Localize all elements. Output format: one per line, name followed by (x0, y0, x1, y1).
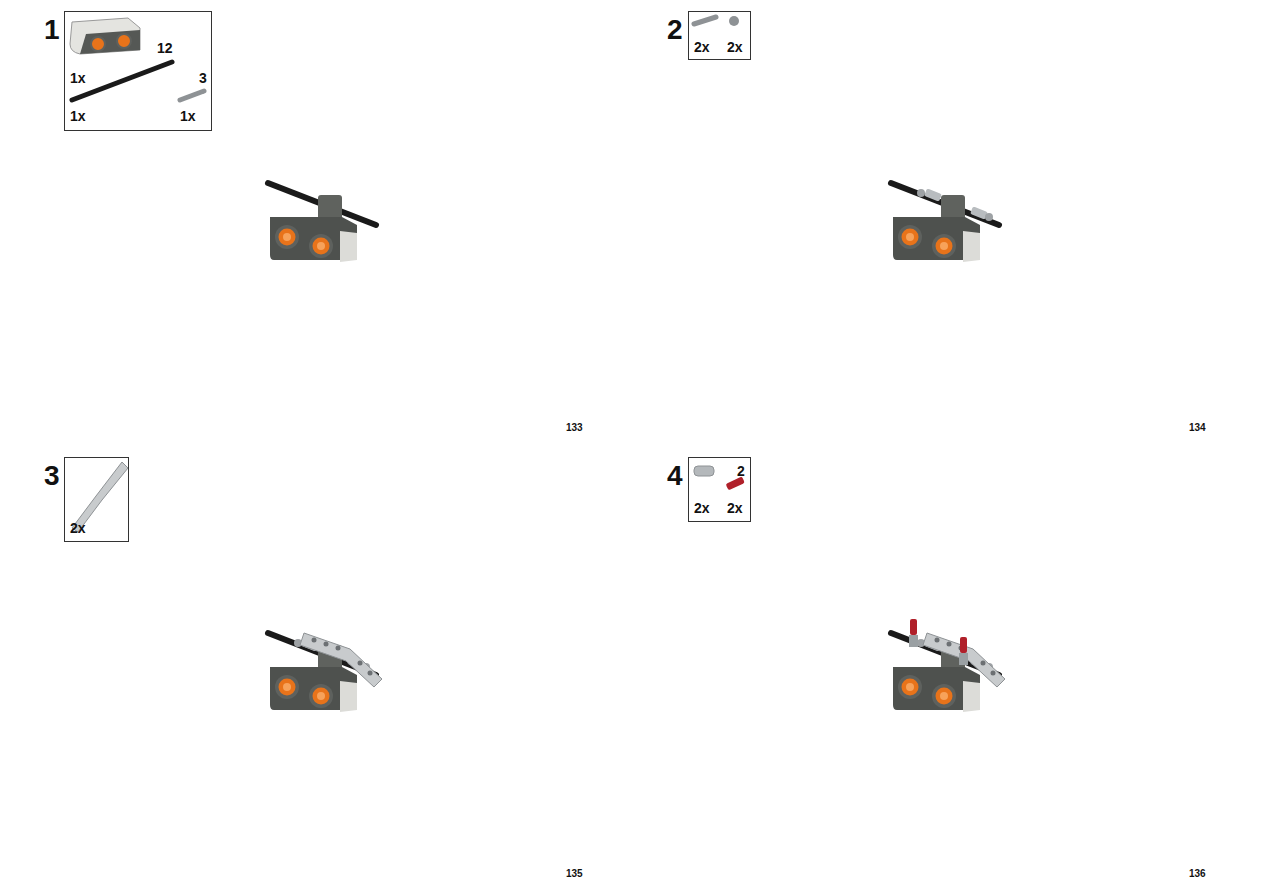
step-number: 4 (667, 460, 683, 492)
step-number: 1 (44, 14, 60, 46)
parts-box: 12 1x 3 1x 1x (64, 11, 212, 131)
part-icons (70, 16, 745, 532)
part-quantity: 1x (70, 108, 86, 124)
part-quantity: 2x (727, 39, 743, 55)
model-step-2 (891, 183, 999, 262)
parts-box: 2 2x 2x (688, 457, 751, 522)
part-quantity: 1x (70, 70, 86, 86)
part-quantity: 2x (70, 520, 86, 536)
model-step-1 (268, 183, 376, 262)
model-step-3 (268, 633, 382, 712)
page-number: 135 (566, 868, 583, 880)
part-length: 12 (157, 40, 173, 56)
part-quantity: 2x (694, 39, 710, 55)
part-quantity: 2x (727, 500, 743, 516)
parts-box: 2x (64, 457, 129, 542)
parts-box: 2x 2x (688, 11, 751, 60)
model-step-4 (891, 619, 1005, 712)
part-length: 2 (737, 463, 745, 479)
page-number: 133 (566, 422, 583, 434)
step-number: 3 (44, 460, 60, 492)
page-number: 136 (1189, 868, 1206, 880)
part-length: 3 (199, 70, 207, 86)
step-number: 2 (667, 14, 683, 46)
page-number: 134 (1189, 422, 1206, 434)
part-quantity: 2x (694, 500, 710, 516)
part-quantity: 1x (180, 108, 196, 124)
